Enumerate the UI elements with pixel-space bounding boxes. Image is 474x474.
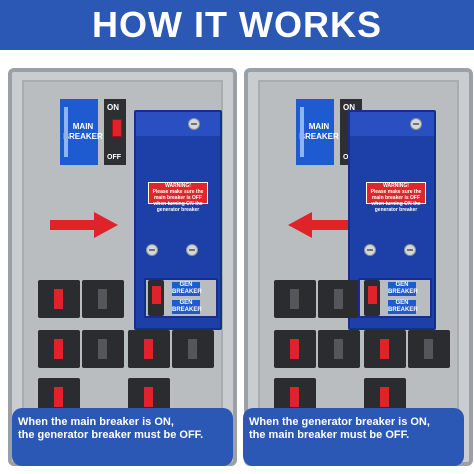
main-off-label: OFF [107, 154, 121, 161]
breaker-handle[interactable] [54, 289, 63, 309]
label-stripe [300, 107, 304, 157]
main-breaker-label-text: MAIN BREAKER [299, 122, 339, 141]
circuit-breaker[interactable] [274, 280, 316, 318]
breaker-handle[interactable] [334, 289, 343, 309]
main-on-label: ON [107, 103, 119, 112]
circuit-breaker[interactable] [38, 280, 80, 318]
circuit-breaker[interactable] [274, 330, 316, 368]
breaker-handle[interactable] [54, 387, 63, 407]
screw-icon [364, 244, 376, 256]
caption-line: When the generator breaker is ON, [249, 416, 430, 428]
warning-title: WARNING! [165, 183, 191, 189]
breaker-handle[interactable] [290, 289, 299, 309]
breaker-handle[interactable] [290, 339, 299, 359]
breaker-handle[interactable] [290, 387, 299, 407]
breaker-handle[interactable] [380, 339, 389, 359]
plate-top [136, 112, 220, 136]
main-breaker-label: MAIN BREAKER [296, 99, 339, 165]
screw-icon [188, 118, 200, 130]
interlock-plate[interactable]: WARNING! Please make sure the main break… [348, 110, 436, 330]
circuit-breaker[interactable] [128, 330, 170, 368]
gen-breaker-label-text: GEN BREAKER [388, 300, 418, 313]
breaker-handle[interactable] [98, 339, 107, 359]
circuit-breaker[interactable] [408, 330, 450, 368]
main-breaker-handle[interactable] [112, 119, 122, 137]
circuit-breaker[interactable] [82, 330, 124, 368]
gen-breaker-label-text: GEN BREAKER [172, 300, 202, 313]
warning-label: WARNING! Please make sure the main break… [148, 182, 208, 213]
arrow-head [94, 212, 118, 238]
breaker-handle[interactable] [54, 339, 63, 359]
warning-text: Please make sure the main breaker is OFF… [152, 189, 204, 213]
screw-icon [410, 118, 422, 130]
warning-label: WARNING! Please make sure the main break… [366, 182, 426, 213]
circuit-breaker[interactable] [318, 280, 358, 318]
breaker-handle[interactable] [188, 339, 197, 359]
gen-breaker-label: GEN BREAKER [388, 300, 418, 314]
gen-breaker-label-text: GEN BREAKER [172, 282, 202, 295]
screw-icon [146, 244, 158, 256]
header-banner: HOW IT WORKS [0, 0, 474, 50]
screw-icon [404, 244, 416, 256]
arrow-head [288, 212, 312, 238]
gen-breaker-label: GEN BREAKER [172, 300, 202, 314]
breaker-handle[interactable] [380, 387, 389, 407]
breaker-handle[interactable] [98, 289, 107, 309]
circuit-breaker[interactable] [38, 330, 80, 368]
generator-breaker-handle[interactable] [368, 286, 377, 304]
breaker-handle[interactable] [424, 339, 433, 359]
circuit-breaker[interactable] [318, 330, 360, 368]
caption-line: When the main breaker is ON, [18, 416, 174, 428]
label-stripe [64, 107, 68, 157]
left-panel: MAIN BREAKER ON OFF WARNING! Please make… [8, 68, 237, 466]
caption-line: the generator breaker must be OFF. [18, 429, 204, 441]
arrow-right-icon [50, 212, 118, 238]
main-breaker-label: MAIN BREAKER [60, 99, 103, 165]
breaker-handle[interactable] [334, 339, 343, 359]
generator-breaker-handle[interactable] [152, 286, 161, 304]
right-caption: When the generator breaker is ON, the ma… [243, 408, 464, 466]
main-breaker[interactable]: ON OFF [104, 99, 126, 165]
circuit-breaker[interactable] [172, 330, 214, 368]
generator-breaker[interactable] [148, 280, 164, 316]
gen-breaker-label: GEN BREAKER [172, 282, 202, 296]
main-on-label: ON [343, 103, 355, 112]
caption-line: the main breaker must be OFF. [249, 429, 410, 441]
screw-icon [186, 244, 198, 256]
breaker-handle[interactable] [144, 387, 153, 407]
gen-breaker-label-text: GEN BREAKER [388, 282, 418, 295]
page-title: HOW IT WORKS [92, 4, 382, 45]
warning-title: WARNING! [383, 183, 409, 189]
left-caption: When the main breaker is ON, the generat… [12, 408, 233, 466]
gen-breaker-label: GEN BREAKER [388, 282, 418, 296]
circuit-breaker[interactable] [364, 330, 406, 368]
arrow-left-icon [288, 212, 348, 238]
breaker-handle[interactable] [144, 339, 153, 359]
circuit-breaker[interactable] [82, 280, 124, 318]
generator-breaker[interactable] [364, 280, 380, 316]
main-breaker-label-text: MAIN BREAKER [63, 122, 103, 141]
right-panel: MAIN BREAKER ON OFF WARNING! Please make… [244, 68, 473, 466]
warning-text: Please make sure the main breaker is OFF… [370, 189, 422, 213]
